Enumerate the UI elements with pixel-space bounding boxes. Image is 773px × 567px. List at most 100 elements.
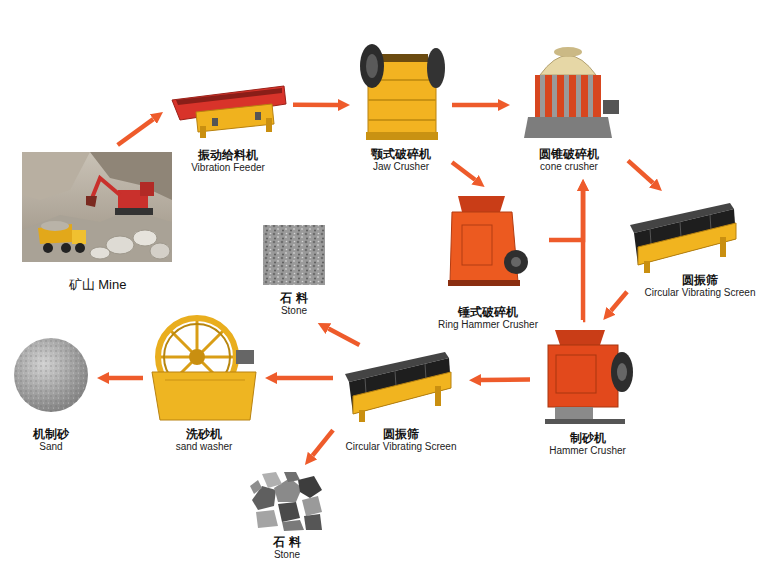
flow-arrow: [549, 191, 583, 240]
mine-photo-part: [22, 152, 90, 200]
cone-crusher-figure-part: [554, 47, 582, 57]
mine-photo-part: [90, 247, 110, 259]
mine-photo-part: [43, 243, 53, 253]
machine-name-en: Jaw Crusher: [373, 161, 429, 173]
vibration-feeder-figure-part: [266, 118, 272, 132]
sand-photo-part: [14, 338, 88, 412]
machine-name-en: Circular Vibrating Screen: [645, 287, 756, 299]
ring-hammer-crusher-figure-part: [462, 225, 492, 265]
machine-name-en: Hammer Crusher: [549, 445, 626, 457]
cone-crusher-figure-part: [603, 100, 619, 114]
vibration-feeder-figure-part: [212, 118, 218, 126]
machine-name: 石 料: [273, 535, 300, 549]
machine-name: 矿山 Mine: [69, 277, 127, 297]
machine-name-en: Stone: [281, 305, 307, 317]
machine-node: 洗砂机sand washer: [148, 312, 260, 454]
stone-photo-part: [284, 472, 300, 482]
vibrating-screen-figure: [345, 352, 451, 422]
sand-photo: [14, 338, 88, 412]
mine-photo-part: [115, 208, 153, 215]
vibrating-screen-figure-part: [435, 386, 441, 406]
machine-name: 圆锥破碎机: [539, 147, 599, 161]
vibrating-screen-figure-part: [353, 372, 451, 414]
vibrating-screen-figure-part: [349, 358, 451, 414]
vibrating-screen-figure: [630, 203, 736, 273]
flow-arrow: [312, 430, 333, 456]
hammer-crusher-figure-part: [611, 352, 633, 392]
machine-node: 圆振筛Circular Vibrating Screen: [338, 350, 464, 454]
hammer-crusher-figure: [545, 330, 633, 424]
machine-node: 制砂机Hammer Crusher: [535, 325, 640, 458]
stone-photo-part: [282, 520, 304, 531]
machine-name-en: Vibration Feeder: [191, 162, 265, 174]
mine-photo-part: [150, 243, 170, 259]
flow-arrow: [481, 377, 530, 382]
ring-hammer-crusher-figure-part: [511, 257, 521, 267]
mine-photo-part: [133, 230, 157, 246]
jaw-crusher-figure-part: [368, 119, 436, 121]
stone-photo-part: [256, 510, 278, 528]
flow-arrow: [109, 376, 143, 381]
flow-arrow: [277, 376, 333, 381]
jaw-crusher-figure-part: [366, 54, 378, 78]
flow-arrow: [452, 103, 498, 108]
cone-crusher-figure-part: [552, 75, 557, 117]
hammer-crusher-figure-part: [617, 363, 627, 381]
sand-washer-figure-part: [152, 372, 256, 420]
mine-photo-part: [140, 182, 154, 196]
jaw-crusher-figure-part: [366, 132, 438, 140]
ring-hammer-crusher-figure: [448, 196, 528, 286]
machine-name-en: Stone: [274, 549, 300, 561]
machine-name: 石 料: [280, 291, 307, 305]
machine-node: 锤式破碎机Ring Hammer Crusher: [432, 192, 544, 332]
mine-photo-part: [61, 243, 71, 253]
ring-hammer-crusher-figure-part: [450, 212, 518, 282]
stone-photo: [250, 472, 322, 531]
machine-node: 圆振筛Circular Vibrating Screen: [632, 196, 768, 300]
sand-washer-figure-part: [189, 349, 205, 365]
machine-name: 锤式破碎机: [458, 305, 518, 319]
sand-washer-figure: [152, 318, 256, 420]
ring-hammer-crusher-figure-part: [504, 250, 528, 274]
machine-node: 石 料Stone: [248, 470, 326, 562]
stone-photo: [263, 225, 325, 285]
machine-name: 洗砂机: [186, 427, 222, 441]
jaw-crusher-figure-part: [378, 54, 428, 62]
mine-photo-part: [41, 221, 69, 231]
machine-name-en: Circular Vibrating Screen: [346, 441, 457, 453]
mine-photo-part: [22, 152, 172, 262]
mine-photo-part: [75, 243, 85, 253]
vibration-feeder-figure-part: [200, 126, 206, 138]
hammer-crusher-figure-part: [555, 330, 605, 345]
jaw-crusher-figure-part: [368, 99, 436, 101]
machine-node: 矿山 Mine: [20, 150, 175, 298]
sand-washer-figure-part: [236, 350, 254, 364]
vibrating-screen-figure-part: [720, 237, 726, 257]
mine-photo: [22, 152, 172, 262]
mine-photo-part: [22, 210, 172, 262]
cone-crusher-figure-part: [535, 75, 601, 117]
flow-arrow: [452, 162, 475, 179]
flow-arrow: [611, 292, 627, 311]
mine-photo-part: [92, 178, 120, 198]
vibration-feeder-figure: [172, 86, 286, 138]
machine-name-en: Ring Hammer Crusher: [438, 319, 538, 331]
machine-name: 机制砂: [33, 427, 69, 441]
vibration-feeder-figure-part: [176, 88, 282, 105]
cone-crusher-figure-part: [524, 117, 612, 138]
cone-crusher-figure-part: [540, 75, 545, 117]
machine-name-en: sand washer: [176, 441, 233, 453]
machine-node: 颚式破碎机Jaw Crusher: [355, 44, 447, 174]
sand-washer-figure-part: [165, 380, 245, 381]
cone-crusher-figure: [524, 47, 619, 138]
cone-crusher-figure-part: [588, 75, 593, 117]
stone-photo-part: [263, 225, 325, 285]
hammer-crusher-figure-part: [555, 407, 593, 421]
machine-name-en: cone crusher: [540, 161, 598, 173]
flow-arrow: [328, 329, 359, 345]
machine-name: 振动给料机: [198, 148, 258, 162]
vibration-feeder-figure-part: [255, 112, 261, 120]
flow-arrow: [628, 161, 653, 183]
